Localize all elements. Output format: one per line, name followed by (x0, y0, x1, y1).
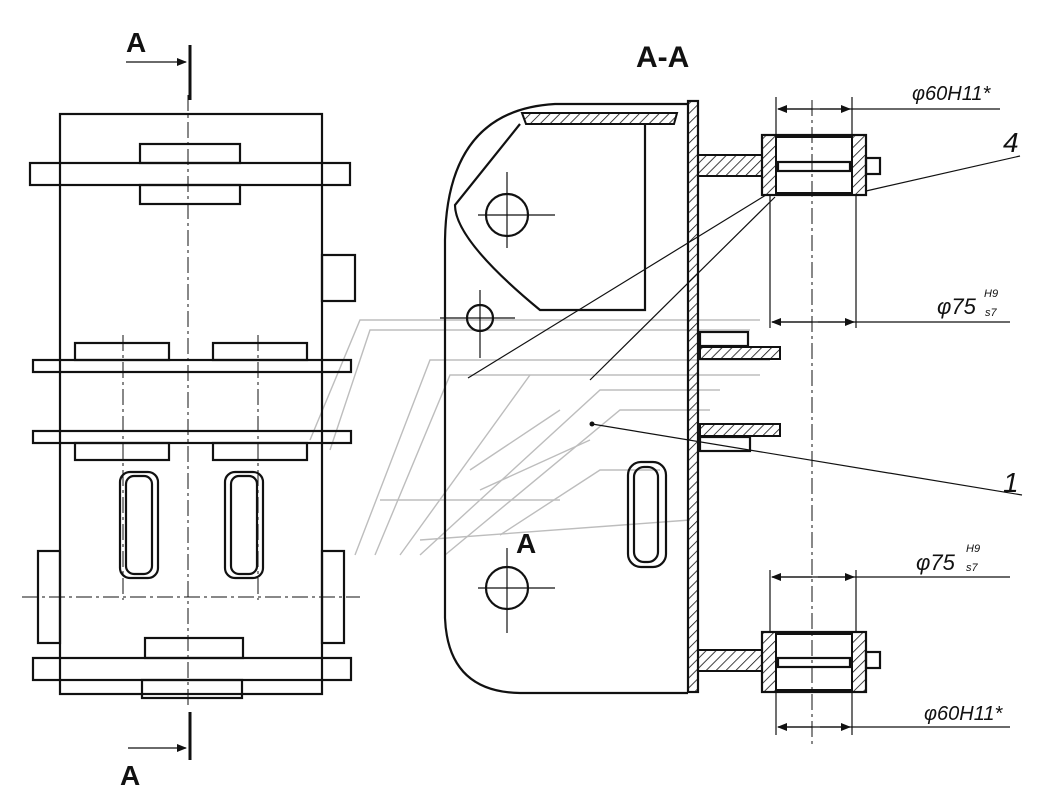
item-1-label: 1 (1003, 467, 1019, 498)
dimension-lines (769, 97, 1010, 735)
leader-lines (467, 155, 1023, 496)
dim-upper-fit: φ75 (937, 294, 977, 319)
dim-upper-fit-sub: s7 (985, 307, 998, 319)
cut-label-top: A (126, 27, 146, 58)
dim-lower-fit: φ75 (916, 550, 956, 575)
view-marker-a: A (516, 528, 536, 559)
dim-upper-fit-sup: H9 (984, 288, 998, 300)
dim-lower-fit-sup: H9 (966, 543, 980, 555)
cut-label-bottom: A (120, 760, 140, 791)
section-cut-top: A (126, 27, 192, 100)
front-view (22, 95, 360, 708)
section-view (440, 99, 882, 745)
watermark-strokes (309, 319, 770, 556)
dim-bottom-bore: φ60H11* (924, 703, 1003, 725)
item-4-label: 4 (1003, 127, 1019, 158)
dim-lower-fit-sub: s7 (966, 562, 979, 574)
section-title: A-A (636, 41, 689, 74)
section-cut-bottom: A (120, 712, 192, 791)
dim-top-bore: φ60H11* (912, 83, 991, 105)
